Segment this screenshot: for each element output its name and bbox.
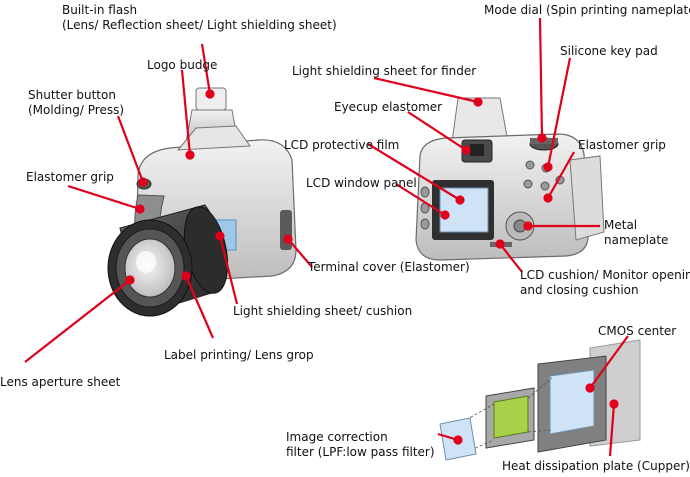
label-image-filter-line2: filter (LPF:low pass filter): [286, 445, 435, 459]
front-lens: [107, 204, 229, 317]
lcd-side-buttons: [420, 186, 430, 230]
sensor-assembly: [439, 339, 641, 461]
label-heat-plate: Heat dissipation plate (Cupper): [502, 459, 690, 473]
label-metal-nameplate-line1: Metal: [604, 218, 638, 232]
label-cmos-center: CMOS center: [598, 324, 677, 338]
front-camera-prism: [176, 125, 251, 151]
label-light-shielding-cushion: Light shielding sheet/ cushion: [233, 304, 413, 318]
label-lcd-film: LCD protective film: [284, 138, 400, 152]
label-label-printing: Label printing/ Lens grop: [164, 348, 314, 362]
label-lcd-window: LCD window panel: [306, 176, 417, 190]
label-image-filter-line1: Image correction: [286, 430, 388, 444]
leader-lines: [24, 17, 629, 457]
label-metal-nameplate: Metal nameplate: [604, 218, 668, 248]
label-elastomer-grip-left: Elastomer grip: [26, 170, 114, 184]
label-builtin-flash-line1: Built-in flash: [62, 3, 138, 17]
label-shutter-button-line2: (Molding/ Press): [28, 103, 125, 117]
cmos-center-illustration: [549, 369, 595, 435]
label-silicone-keypad: Silicone key pad: [560, 44, 658, 58]
label-mode-dial: Mode dial (Spin printing nameplate): [484, 3, 690, 17]
label-light-shielding-finder: Light shielding sheet for finder: [292, 64, 477, 78]
label-lens-aperture: Lens aperture sheet: [0, 375, 121, 389]
terminal-cover-illustration: [280, 210, 292, 250]
front-camera: [107, 87, 297, 317]
back-elastomer-grip-illustration: [569, 155, 605, 241]
label-lcd-cushion-line1: LCD cushion/ Monitor opening: [520, 268, 690, 282]
label-shutter-button: Shutter button (Molding/ Press): [28, 88, 124, 118]
label-image-filter: Image correction filter (LPF:low pass fi…: [286, 430, 435, 460]
label-shutter-button-line1: Shutter button: [28, 88, 116, 102]
label-builtin-flash: Built-in flash (Lens/ Reflection sheet/ …: [62, 3, 337, 33]
label-builtin-flash-line2: (Lens/ Reflection sheet/ Light shielding…: [62, 18, 337, 32]
green-filter-illustration: [493, 395, 529, 439]
label-terminal-cover: Terminal cover (Elastomer): [308, 260, 470, 274]
label-lcd-cushion-line2: and closing cushion: [520, 283, 639, 297]
label-logo-badge: Logo budge: [147, 58, 218, 72]
label-elastomer-grip-right: Elastomer grip: [578, 138, 666, 152]
back-camera: [415, 97, 605, 261]
label-metal-nameplate-line2: nameplate: [604, 233, 669, 247]
label-lcd-cushion: LCD cushion/ Monitor opening and closing…: [520, 268, 690, 298]
label-eyecup: Eyecup elastomer: [334, 100, 443, 114]
lcd-screen-illustration: [439, 187, 489, 233]
